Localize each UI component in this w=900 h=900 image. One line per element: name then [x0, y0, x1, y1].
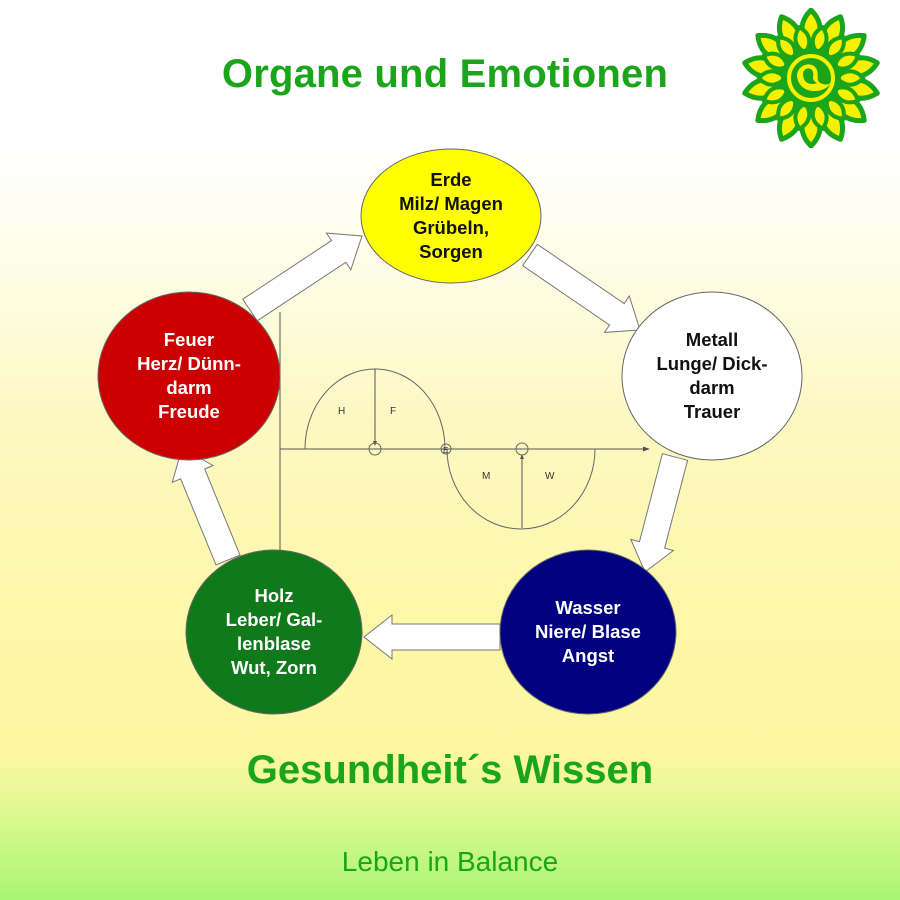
petal-icon — [776, 96, 798, 121]
petal-icon — [824, 96, 846, 121]
petal-icon — [810, 24, 829, 56]
element-label-line: darm — [166, 377, 212, 398]
wave-label-h: H — [338, 406, 345, 417]
element-circle-holz — [185, 549, 363, 715]
element-label-line: Holz — [254, 585, 294, 606]
cycle-arrows — [171, 232, 689, 661]
petal-icon — [810, 100, 829, 132]
petal-icon — [761, 85, 790, 105]
wave-x-axis-arrowhead — [643, 446, 650, 452]
logo — [742, 8, 880, 148]
element-label-line: Lunge/ Dick- — [656, 353, 768, 374]
yin-yang-inner-icon — [803, 68, 817, 84]
element-label-line: Erde — [430, 169, 472, 190]
element-label-line: Feuer — [163, 329, 215, 350]
petal-icon — [776, 35, 798, 60]
element-circle-wasser — [499, 549, 677, 715]
wave-label-f: F — [390, 406, 396, 417]
element-label-line: Niere/ Blase — [535, 621, 641, 642]
element-label-line: Herz/ Dünn- — [137, 353, 241, 374]
element-label-line: Freude — [158, 401, 220, 422]
element-label-line: Wasser — [555, 597, 621, 618]
element-label-line: Milz/ Magen — [399, 193, 503, 214]
arrowhead — [520, 454, 524, 459]
tagline: Leben in Balance — [341, 846, 559, 877]
petal-icon — [824, 35, 846, 60]
arrow-feuer-to-erde — [242, 232, 363, 322]
element-label-line: Metall — [685, 329, 739, 350]
petal-icon — [793, 100, 812, 132]
petal-icon — [832, 85, 861, 105]
petal-icon — [832, 51, 861, 71]
arrow-metall-to-wasser — [629, 453, 689, 573]
wave-node-fire — [368, 442, 382, 456]
subtitle: Gesundheit´s Wissen — [246, 748, 654, 792]
arrow-wasser-to-holz — [363, 613, 501, 661]
sunflower-yin-yang-icon — [742, 8, 880, 148]
element-circle-erde — [360, 148, 542, 284]
wave-label-e: E — [443, 446, 448, 455]
element-label-line: Sorgen — [419, 241, 483, 262]
element-label-line: Trauer — [683, 401, 741, 422]
element-circle-feuer — [97, 291, 281, 461]
petal-icon — [834, 69, 866, 87]
element-circles — [97, 148, 803, 715]
element-label-line: Wut, Zorn — [231, 657, 317, 678]
petal-icon — [793, 24, 812, 56]
element-label-line: darm — [689, 377, 735, 398]
petal-icon — [756, 69, 788, 87]
wave-label-w: W — [545, 471, 555, 482]
element-label-line: Angst — [561, 645, 615, 666]
petal-icon — [761, 51, 790, 71]
wave-node-water — [515, 442, 529, 456]
element-label-line: lenblase — [236, 633, 312, 654]
wave-label-m: M — [482, 471, 490, 482]
wave-graph: H F E M W — [279, 312, 650, 585]
element-label-line: Grübeln, — [412, 217, 490, 238]
logo-ring-icon — [787, 54, 835, 102]
arrow-holz-to-feuer — [171, 447, 241, 566]
wave-lower-arc — [446, 448, 596, 530]
element-label-line: Leber/ Gal- — [225, 609, 323, 630]
page-title: Organe und Emotionen — [221, 52, 669, 96]
wave-node-earth — [440, 443, 452, 455]
arrow-erde-to-metall — [522, 243, 641, 333]
element-circle-metall — [621, 291, 803, 461]
